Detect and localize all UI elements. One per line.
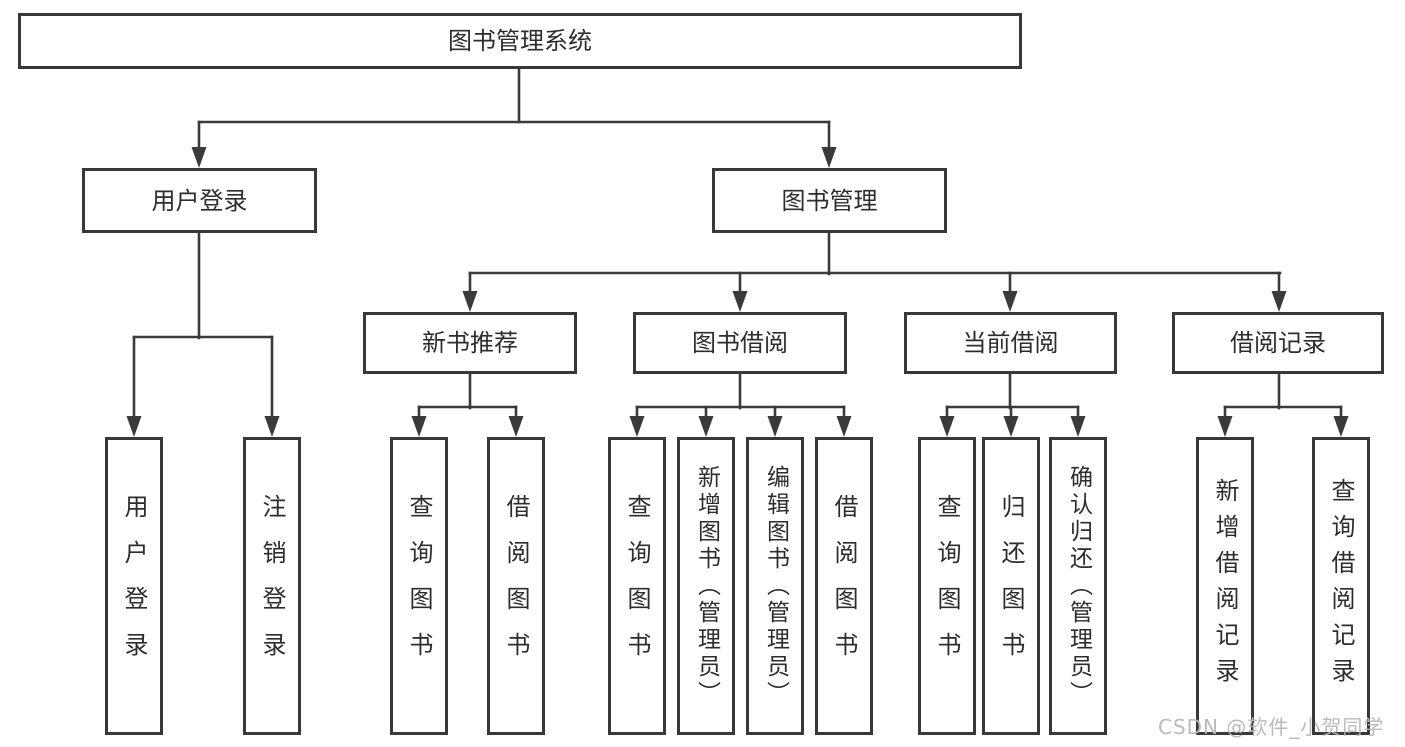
leaf-query-borrow-record: 查询借阅记录 bbox=[1312, 437, 1370, 735]
leaf-logout-label: 注销登录 bbox=[258, 494, 286, 678]
leaf-edit-books-admin-label: 编辑图书（管理员） bbox=[762, 464, 789, 708]
node-book-borrow: 图书借阅 bbox=[633, 312, 847, 374]
leaf-user-login: 用户登录 bbox=[105, 437, 163, 735]
leaf-user-login-label: 用户登录 bbox=[120, 494, 148, 678]
leaf-borrow-books-borrow-label: 借阅图书 bbox=[830, 494, 858, 678]
leaf-add-books-admin-label: 新增图书（管理员） bbox=[693, 464, 720, 708]
leaf-add-borrow-record-label: 新增借阅记录 bbox=[1211, 478, 1239, 694]
leaf-query-books-recommend: 查询图书 bbox=[390, 437, 448, 735]
leaf-query-books-recommend-label: 查询图书 bbox=[405, 494, 433, 678]
leaf-query-borrow-record-label: 查询借阅记录 bbox=[1327, 478, 1355, 694]
node-borrow-records-label: 借阅记录 bbox=[1230, 329, 1326, 357]
leaf-logout: 注销登录 bbox=[243, 437, 301, 735]
leaf-query-books-borrow: 查询图书 bbox=[608, 437, 666, 735]
leaf-borrow-books-borrow: 借阅图书 bbox=[815, 437, 873, 735]
node-root: 图书管理系统 bbox=[18, 13, 1022, 69]
leaf-confirm-return-admin: 确认归还（管理员） bbox=[1049, 437, 1107, 735]
node-new-book-recommend: 新书推荐 bbox=[363, 312, 577, 374]
leaf-edit-books-admin: 编辑图书（管理员） bbox=[746, 437, 804, 735]
node-book-management: 图书管理 bbox=[712, 168, 947, 233]
node-root-label: 图书管理系统 bbox=[448, 27, 592, 55]
leaf-query-books-borrow-label: 查询图书 bbox=[623, 494, 651, 678]
leaf-add-borrow-record: 新增借阅记录 bbox=[1196, 437, 1254, 735]
leaf-return-books-label: 归还图书 bbox=[997, 494, 1025, 678]
leaf-add-books-admin: 新增图书（管理员） bbox=[677, 437, 735, 735]
node-user-login: 用户登录 bbox=[82, 168, 317, 233]
watermark: CSDN @软件_小贺同学 bbox=[1158, 715, 1385, 739]
node-user-login-label: 用户登录 bbox=[151, 186, 248, 215]
leaf-return-books: 归还图书 bbox=[982, 437, 1040, 735]
leaf-query-books-current-label: 查询图书 bbox=[933, 494, 961, 678]
node-book-management-label: 图书管理 bbox=[781, 186, 878, 215]
node-borrow-records: 借阅记录 bbox=[1172, 312, 1384, 374]
node-new-book-recommend-label: 新书推荐 bbox=[422, 329, 518, 357]
leaf-borrow-books-recommend: 借阅图书 bbox=[487, 437, 545, 735]
node-current-borrow-label: 当前借阅 bbox=[962, 329, 1059, 357]
leaf-confirm-return-admin-label: 确认归还（管理员） bbox=[1065, 464, 1092, 708]
leaf-query-books-current: 查询图书 bbox=[918, 437, 976, 735]
leaf-borrow-books-recommend-label: 借阅图书 bbox=[502, 494, 530, 678]
node-book-borrow-label: 图书借阅 bbox=[692, 329, 788, 357]
node-current-borrow: 当前借阅 bbox=[904, 312, 1117, 374]
